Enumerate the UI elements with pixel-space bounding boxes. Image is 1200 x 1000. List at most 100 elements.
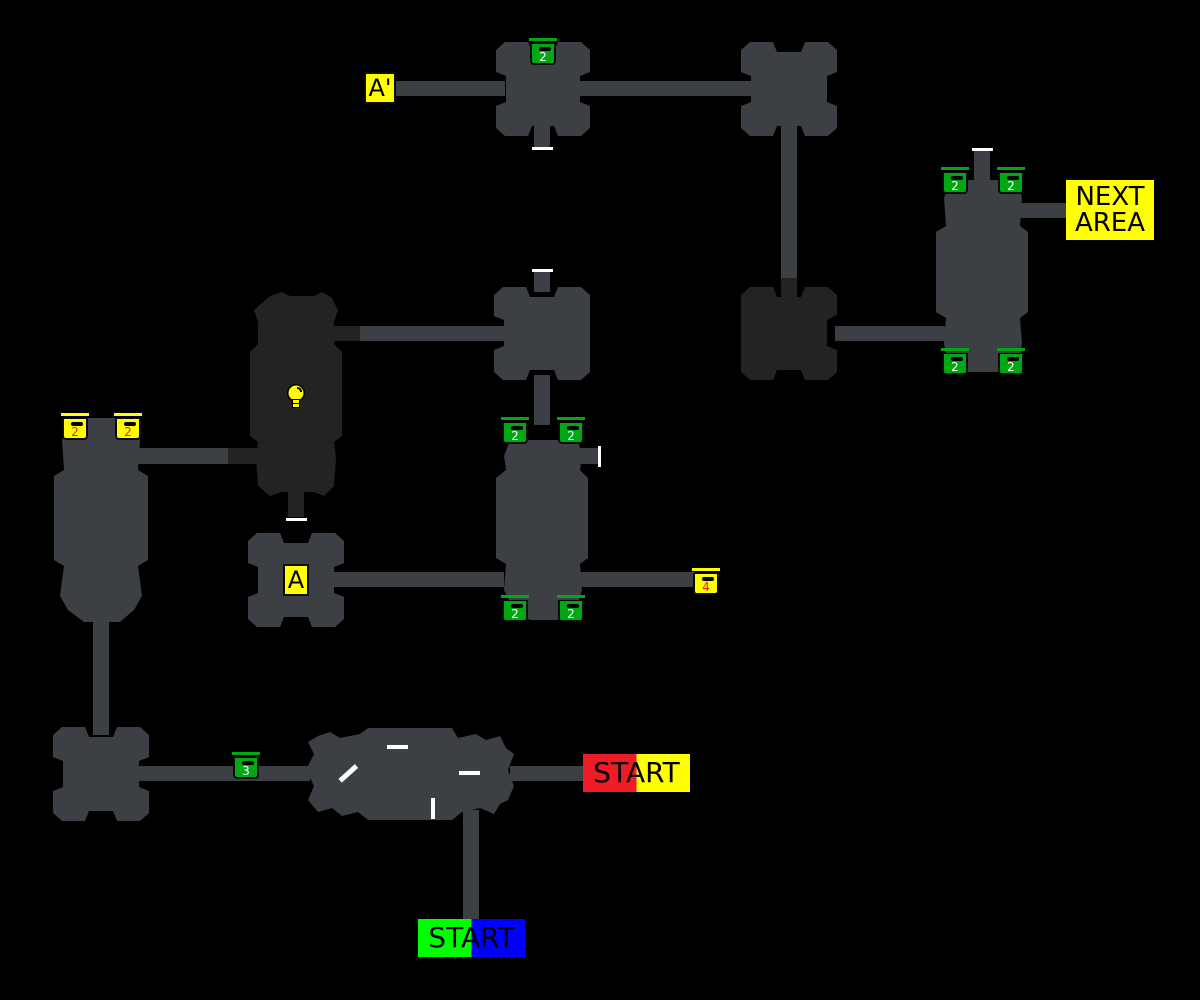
start-red-yellow-label[interactable]: START — [583, 754, 690, 792]
room-dark-east — [741, 287, 837, 380]
door-hall-1[interactable] — [387, 745, 408, 749]
chest-lid — [941, 348, 969, 351]
chest-slot — [951, 357, 963, 361]
door-center-east[interactable] — [598, 446, 601, 467]
chest-center-room-tr[interactable]: 2 — [557, 417, 585, 447]
chest-center-room-br[interactable]: 2 — [557, 595, 585, 625]
door-center-north[interactable] — [532, 269, 553, 272]
chest-icon: 2 — [502, 600, 528, 622]
chest-lid — [501, 595, 529, 598]
next-area-line1: NEXT — [1075, 182, 1145, 212]
chest-left-room-r[interactable]: 2 — [114, 413, 142, 443]
warp-a-label[interactable]: A — [283, 564, 309, 596]
chest-slot — [71, 422, 83, 426]
corridor-start-east — [510, 766, 585, 781]
chest-icon: 2 — [942, 172, 968, 194]
chest-icon: 2 — [998, 172, 1024, 194]
chest-slot — [242, 761, 254, 765]
room-northeast — [741, 42, 837, 136]
warp-a-prime-label[interactable]: A' — [364, 72, 396, 104]
room-center-north — [494, 287, 590, 380]
chest-icon: 2 — [942, 353, 968, 375]
chest-lid — [692, 568, 720, 571]
chest-lid — [997, 348, 1025, 351]
corridor-center-top — [534, 272, 550, 292]
chest-count: 3 — [242, 764, 250, 778]
room-center-tall — [496, 440, 588, 620]
corridor-center-chest — [580, 572, 695, 587]
room-start-hall — [306, 728, 514, 820]
door-east-north[interactable] — [972, 148, 993, 151]
corridor-dark-north — [781, 278, 797, 298]
corridor-aprime-top — [395, 81, 505, 96]
chest-count: 2 — [951, 179, 959, 193]
chest-icon: 2 — [502, 422, 528, 444]
chest-count: 2 — [567, 607, 575, 621]
door-hall-2[interactable] — [459, 771, 480, 775]
chest-count: 2 — [951, 360, 959, 374]
corridor-center-east-stub — [578, 448, 598, 464]
chest-count: 2 — [71, 425, 79, 439]
room-southwest — [53, 727, 149, 821]
corridor-bulb-south-dark — [288, 492, 304, 517]
chest-slot — [567, 604, 579, 608]
chest-count: 2 — [567, 429, 575, 443]
door-top-south[interactable] — [532, 147, 553, 150]
chest-top-room[interactable]: 2 — [529, 38, 557, 68]
chest-lid — [501, 417, 529, 420]
chest-lid — [557, 595, 585, 598]
chest-icon: 2 — [115, 418, 141, 440]
chest-count: 2 — [1007, 179, 1015, 193]
corridor-bulb-center — [358, 326, 504, 341]
chest-slot — [1007, 176, 1019, 180]
warp-a-text: A — [287, 566, 305, 594]
next-area-line2: AREA — [1074, 208, 1146, 238]
corridor-dark-east — [835, 326, 945, 341]
corridor-next-area — [1020, 203, 1068, 218]
chest-right-room-bl[interactable]: 2 — [941, 348, 969, 378]
chest-icon: 2 — [530, 43, 556, 65]
door-hall-3[interactable] — [431, 798, 435, 819]
corridor-left-vertical — [93, 615, 109, 735]
corridor-ne-vertical — [781, 125, 797, 280]
chest-count: 2 — [539, 50, 547, 64]
chest-right-room-tr[interactable]: 2 — [997, 167, 1025, 197]
corridor-center-vertical — [534, 375, 550, 425]
chest-corridor-east[interactable]: 4 — [692, 568, 720, 598]
chest-slot — [951, 176, 963, 180]
corridor-bottom-west — [138, 766, 310, 781]
chest-center-room-tl[interactable]: 2 — [501, 417, 529, 447]
chest-left-room-l[interactable]: 2 — [61, 413, 89, 443]
chest-lid — [557, 417, 585, 420]
chest-lid — [61, 413, 89, 416]
start-green-blue-label[interactable]: START — [418, 919, 525, 957]
next-area-label[interactable]: NEXT AREA — [1066, 180, 1154, 240]
chest-icon: 2 — [558, 600, 584, 622]
chest-center-room-bl[interactable]: 2 — [501, 595, 529, 625]
chest-icon: 3 — [233, 757, 259, 779]
chest-count: 2 — [511, 429, 519, 443]
chest-right-room-tl[interactable]: 2 — [941, 167, 969, 197]
corridor-a-center — [332, 572, 504, 587]
start-red-yellow-text: START — [593, 756, 680, 789]
corridor-bulb-west-dark — [228, 448, 260, 464]
chest-count: 4 — [702, 580, 710, 594]
chest-icon: 2 — [998, 353, 1024, 375]
corridor-top-door — [534, 125, 550, 147]
chest-lid — [114, 413, 142, 416]
door-a-north[interactable] — [286, 518, 307, 521]
corridor-bulb-east-dark — [334, 326, 360, 341]
chest-icon: 4 — [693, 573, 719, 595]
chest-right-room-br[interactable]: 2 — [997, 348, 1025, 378]
room-top — [496, 42, 590, 136]
door-hall-diagonal[interactable] — [338, 764, 359, 783]
corridor-right-room-top — [974, 150, 990, 180]
lightbulb-icon — [287, 384, 305, 408]
chest-slot — [124, 422, 136, 426]
chest-lid — [529, 38, 557, 41]
corridor-top-ne — [578, 81, 753, 96]
chest-bottom-corridor[interactable]: 3 — [232, 752, 260, 782]
chest-slot — [511, 604, 523, 608]
chest-count: 2 — [124, 425, 132, 439]
chest-slot — [539, 47, 551, 51]
